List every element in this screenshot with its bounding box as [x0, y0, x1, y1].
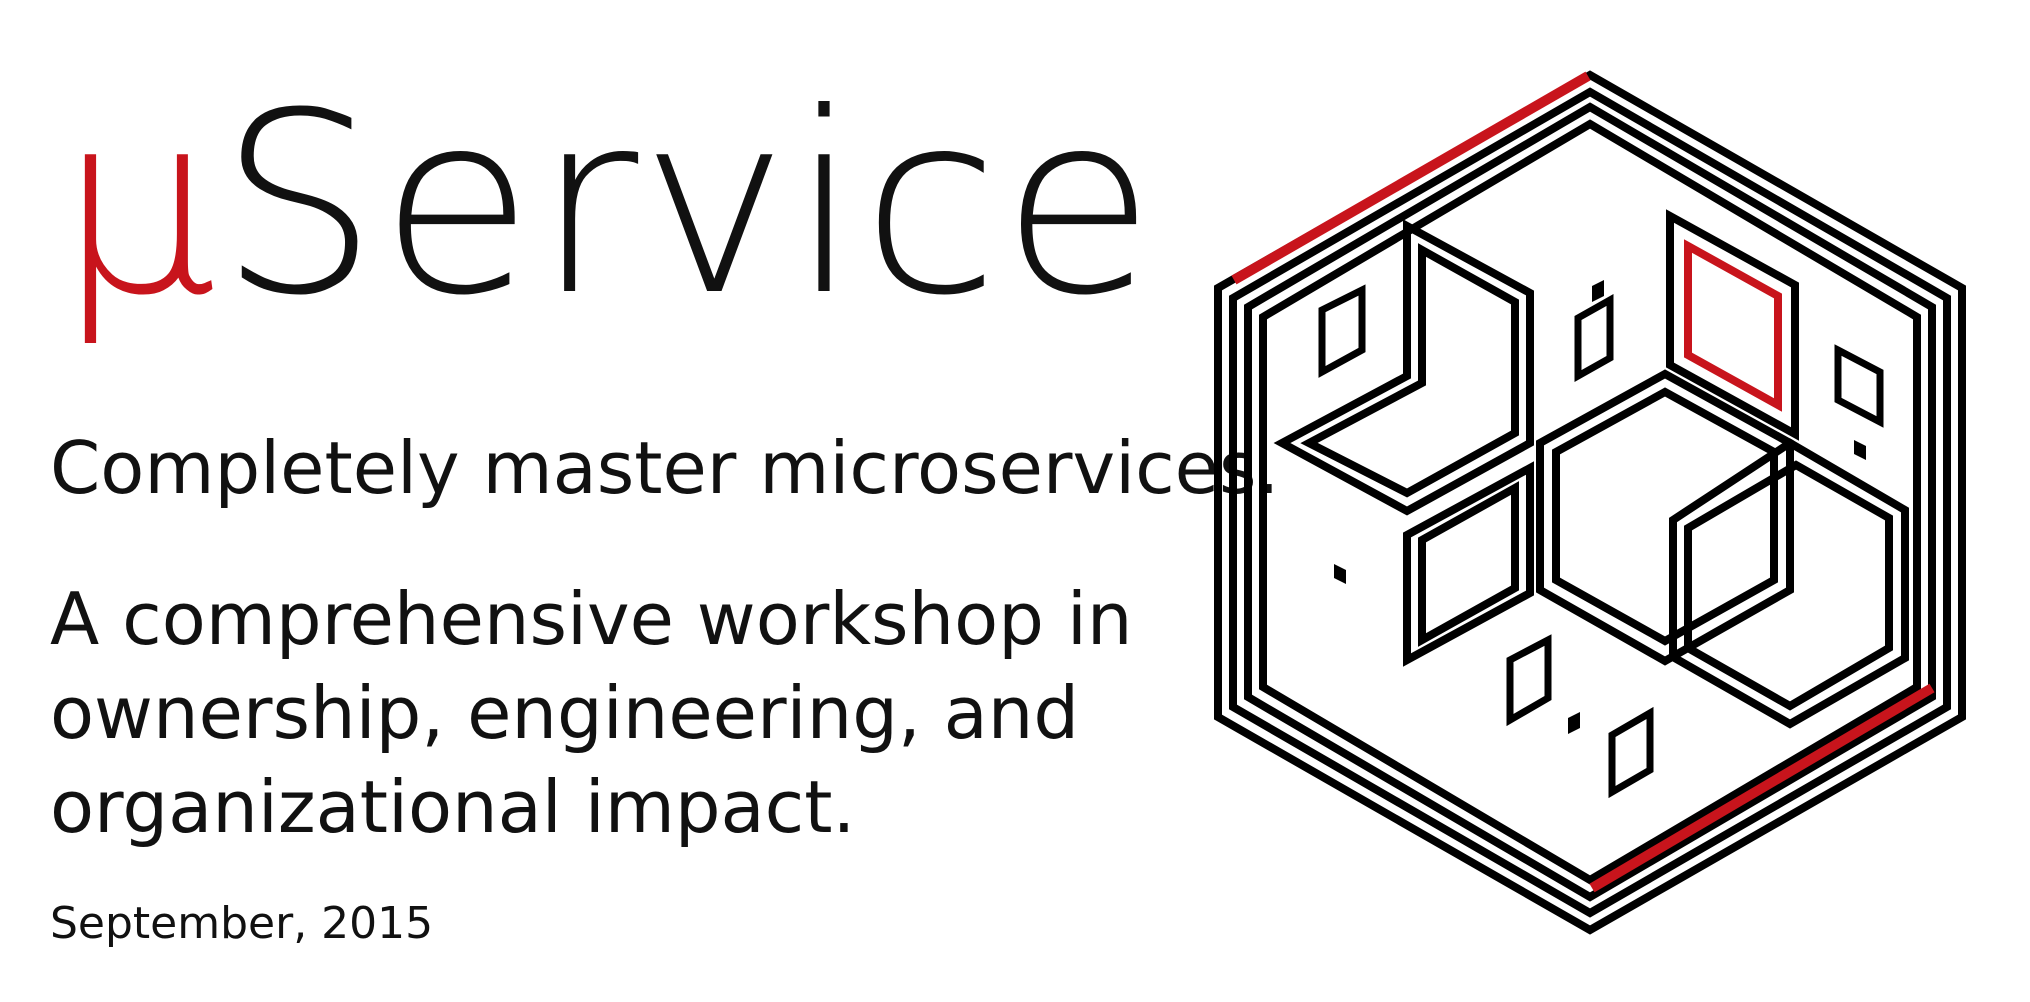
date: September, 2015 [50, 898, 434, 949]
hexagon-frame-middle [1229, 87, 1951, 918]
hexagon-frame-inner [1244, 102, 1936, 902]
block-center-outer [1536, 369, 1794, 666]
small-diamond-1 [1318, 284, 1366, 378]
hexagon-frame-outer [1214, 70, 1966, 935]
title-service-word: Service [219, 59, 1158, 350]
description-line: A comprehensive workshop in [50, 577, 1133, 661]
block-right-inner [1684, 460, 1893, 711]
isometric-hexagon-logo-icon [1214, 70, 1966, 935]
block-upper-left-outer [1273, 219, 1534, 516]
small-diamond-3 [1834, 344, 1884, 428]
block-upper-small [1666, 209, 1799, 441]
tagline: Completely master microservices. [50, 426, 1280, 510]
block-upper-left-inner [1300, 243, 1519, 498]
dot-marker-4 [1568, 712, 1580, 734]
small-diamond-5 [1608, 706, 1654, 799]
block-right-outer [1669, 438, 1909, 729]
small-diamond-4 [1506, 634, 1552, 727]
accent-edge-bottom [1589, 683, 1935, 893]
dot-marker-2 [1854, 440, 1866, 460]
block-center-inner [1552, 387, 1778, 646]
dot-marker-1 [1592, 280, 1604, 302]
small-diamond-2 [1574, 294, 1614, 382]
description-line: organizational impact. [50, 765, 856, 849]
accent-edge-top [1231, 71, 1591, 285]
title-mu-symbol: µ [58, 59, 220, 350]
page-title: µService [58, 80, 1157, 330]
red-face-icon [1684, 239, 1782, 412]
hexagon-frame-core [1259, 119, 1921, 885]
description-line: ownership, engineering, and [50, 671, 1080, 755]
description: A comprehensive workshop in ownership, e… [50, 572, 1200, 854]
block-lower-left-inner [1418, 481, 1519, 647]
block-lower-left-outer [1403, 461, 1534, 667]
dot-marker-3 [1334, 564, 1346, 584]
